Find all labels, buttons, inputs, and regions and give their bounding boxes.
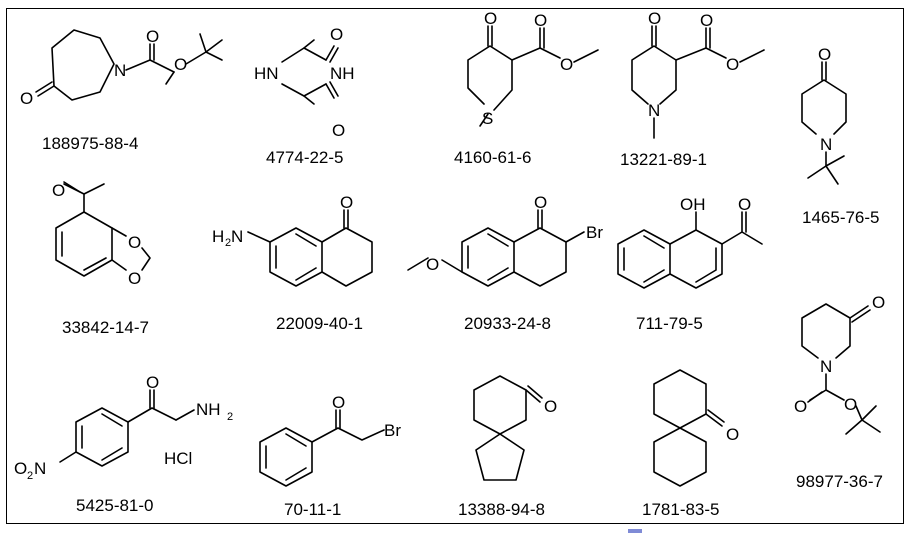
atom-oxygen: O: [534, 11, 547, 30]
structure-1465-76-5: O N: [801, 45, 847, 185]
atom-sulfur: S: [482, 109, 493, 128]
atom-oxygen: O: [738, 195, 751, 214]
atom-oxygen: O: [20, 89, 33, 108]
cas-label: 33842-14-7: [62, 318, 149, 337]
structure-4160-61-6: O O O S: [467, 9, 599, 128]
atom-oxygen: O: [146, 373, 159, 392]
atom-nh2: H: [212, 227, 224, 246]
structure-22009-40-1: H 2 N O: [212, 193, 373, 287]
atom-nh: HN: [254, 64, 279, 83]
cas-label: 5425-81-0: [76, 496, 154, 515]
atom-oxygen: O: [340, 193, 353, 212]
atom-nitrogen: N: [34, 459, 46, 478]
atom-oxygen: O: [872, 293, 885, 312]
structure-70-11-1: O Br: [259, 393, 401, 487]
atom-oxygen: O: [14, 459, 27, 478]
atom-oxygen: O: [534, 193, 547, 212]
atom-oxygen: O: [726, 55, 739, 74]
atom-subscript: 2: [225, 237, 231, 249]
atom-oxygen: O: [818, 45, 831, 64]
atom-oxygen: O: [484, 9, 497, 28]
atom-subscript: 2: [27, 470, 33, 482]
cas-label: 22009-40-1: [276, 314, 363, 333]
cas-label: 1781-83-5: [642, 500, 720, 519]
structure-5425-81-0: O NH 2 O 2 N HCl: [14, 373, 233, 482]
atom-nh2: NH: [196, 400, 221, 419]
figure-border: [6, 8, 904, 524]
cas-label: 1465-76-5: [802, 208, 880, 227]
cas-label: 98977-36-7: [796, 472, 883, 491]
atom-nitrogen: N: [820, 135, 832, 154]
atom-nitrogen: N: [820, 357, 832, 376]
cas-label: 188975-88-4: [42, 134, 139, 153]
atom-nh: NH: [330, 64, 355, 83]
atom-oxygen: O: [174, 55, 187, 74]
structure-711-79-5: OH O: [617, 195, 763, 289]
atom-hydroxyl: OH: [680, 195, 706, 214]
atom-oxygen: O: [330, 25, 343, 44]
atom-oxygen: O: [726, 425, 739, 444]
atom-oxygen: O: [700, 11, 713, 30]
structure-1781-83-5: O: [653, 369, 739, 487]
atom-oxygen: O: [844, 395, 857, 414]
structure-33842-14-7: O O O: [52, 181, 151, 288]
atom-nitrogen: N: [231, 227, 243, 246]
structure-13388-94-8: O: [473, 375, 557, 481]
cas-label: 4160-61-6: [454, 148, 532, 167]
atom-bromine: Br: [384, 421, 401, 440]
atom-oxygen: O: [128, 269, 141, 288]
cas-label: 70-11-1: [284, 500, 342, 519]
structure-188975-88-4: O N O O: [20, 27, 223, 108]
atom-nitrogen: N: [648, 101, 660, 120]
atom-oxygen: O: [146, 27, 159, 46]
atom-oxygen: O: [426, 255, 439, 274]
structure-20933-24-8: O Br O: [407, 193, 603, 287]
atom-oxygen: O: [332, 121, 345, 140]
atom-oxygen: O: [560, 55, 573, 74]
atom-oxygen: O: [52, 181, 65, 200]
edge-mark: [628, 529, 642, 533]
cas-label: 20933-24-8: [464, 314, 551, 333]
cas-label: 13388-94-8: [458, 500, 545, 519]
structure-13221-89-1: O O O N: [631, 9, 765, 139]
cas-label: 4774-22-5: [266, 148, 344, 167]
salt-label: HCl: [164, 449, 192, 468]
atom-bromine: Br: [586, 223, 603, 242]
atom-oxygen: O: [332, 393, 345, 412]
atom-oxygen: O: [648, 9, 661, 28]
cas-label: 13221-89-1: [620, 150, 707, 169]
cas-label: 711-79-5: [636, 314, 703, 333]
atom-oxygen: O: [794, 397, 807, 416]
atom-oxygen: O: [544, 397, 557, 416]
atom-subscript: 2: [227, 411, 233, 423]
structure-98977-36-7: O N O O: [794, 293, 885, 435]
atom-oxygen: O: [128, 233, 141, 252]
atom-nitrogen: N: [114, 61, 126, 80]
structure-4774-22-5: HN NH O O: [254, 25, 355, 140]
